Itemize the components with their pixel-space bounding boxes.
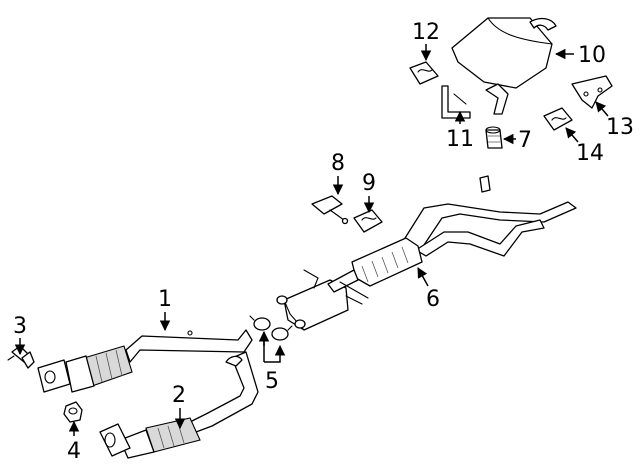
part-9-insulator <box>353 209 383 233</box>
part-1-converter-pipe-upper <box>37 329 253 393</box>
callout-14: 14 <box>576 141 604 166</box>
callout-labels: 1 2 3 4 5 6 7 8 9 10 11 12 13 14 <box>13 20 634 464</box>
callout-13: 13 <box>606 115 634 140</box>
callout-7: 7 <box>518 128 532 153</box>
callout-8: 8 <box>331 151 345 176</box>
callout-10: 10 <box>578 43 606 68</box>
part-2-converter-pipe-lower <box>99 351 259 459</box>
callout-2: 2 <box>172 383 186 408</box>
callout-11: 11 <box>446 127 474 152</box>
callout-12: 12 <box>412 20 440 45</box>
part-5-clamps <box>249 315 293 341</box>
part-7-sleeve <box>485 126 503 149</box>
part-11-bracket <box>441 85 471 119</box>
part-3-oxygen-sensor <box>7 345 35 369</box>
leader-13 <box>595 101 609 117</box>
callout-4: 4 <box>67 439 81 464</box>
part-10-muffler <box>451 17 557 115</box>
part-14-insulator <box>543 107 573 131</box>
callout-1: 1 <box>158 287 172 312</box>
part-12-insulator <box>409 61 439 85</box>
leader-lines <box>14 44 609 436</box>
leader-6 <box>417 267 429 287</box>
callout-9: 9 <box>362 171 376 196</box>
callout-6: 6 <box>426 287 440 312</box>
part-13-hanger-bracket <box>571 75 613 109</box>
part-6-intermediate-pipe <box>276 175 577 331</box>
leader-14 <box>565 127 579 143</box>
callout-5: 5 <box>265 369 279 394</box>
part-4-nut <box>63 401 83 423</box>
callout-3: 3 <box>13 314 27 339</box>
part-8-hanger-bracket <box>311 195 349 225</box>
